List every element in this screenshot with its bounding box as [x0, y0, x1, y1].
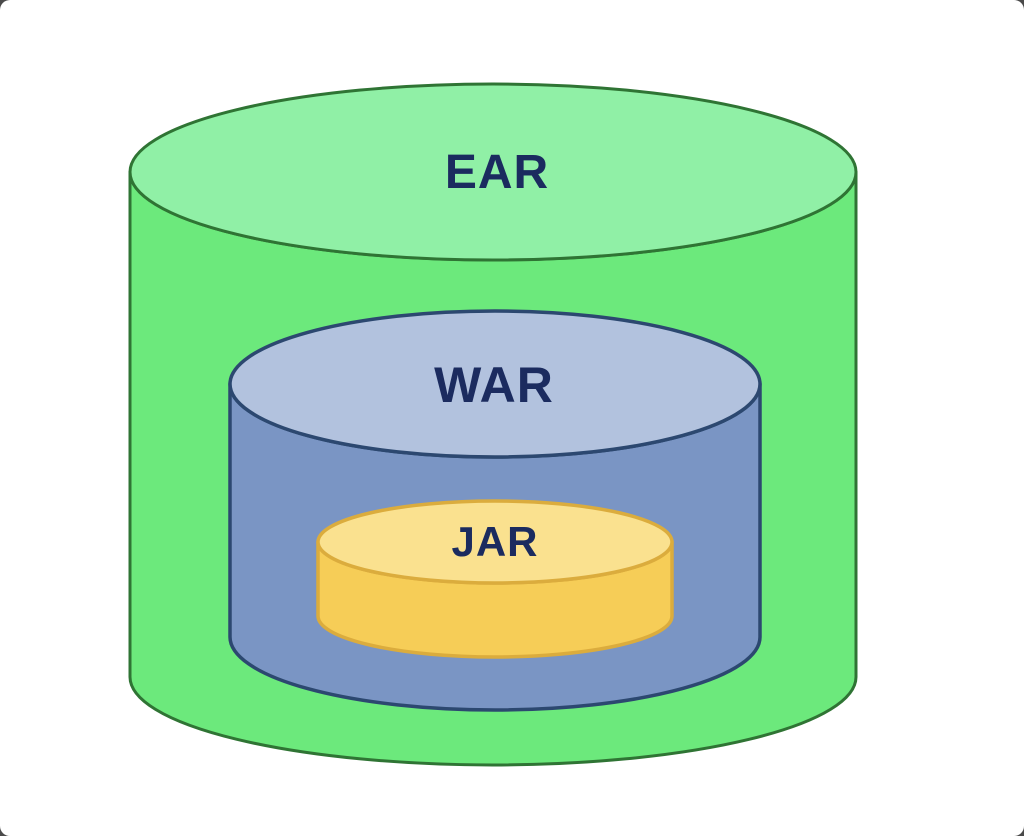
jar-cylinder: JAR	[316, 499, 674, 659]
jar-cylinder-top-face	[316, 499, 674, 585]
war-cylinder-top-face	[228, 309, 762, 459]
ear-label: EAR	[445, 146, 549, 199]
jar-label: JAR	[451, 518, 538, 565]
war-label: WAR	[434, 357, 554, 413]
ear-cylinder-top-face	[128, 82, 858, 262]
